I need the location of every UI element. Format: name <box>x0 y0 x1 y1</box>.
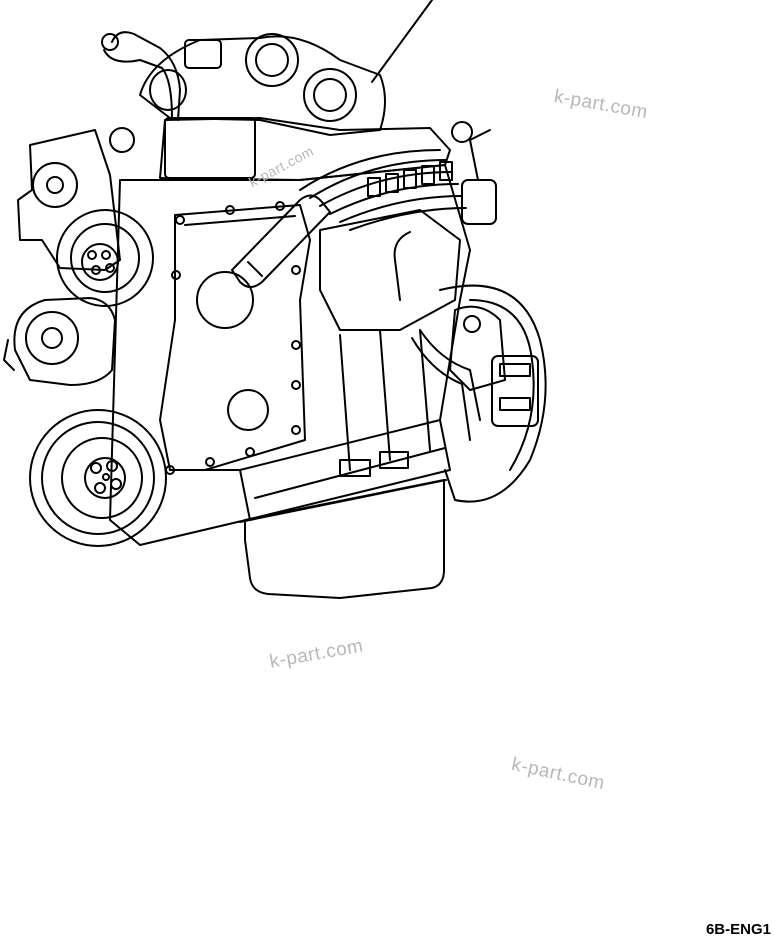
block-boss <box>339 459 371 477</box>
water-pump-pulley-hub <box>81 243 119 281</box>
water-pump-pulley-groove <box>70 223 140 293</box>
exhaust-manifold <box>139 35 386 136</box>
damper-bolt <box>110 478 122 490</box>
breather-cap <box>101 33 119 51</box>
fuel-filter <box>449 305 506 391</box>
block-lower-rail <box>199 469 251 521</box>
alternator-lug <box>3 339 15 371</box>
block-rib <box>339 334 351 471</box>
cover-bolts <box>165 201 301 475</box>
damper-bolt <box>90 462 102 474</box>
gear-cover <box>159 204 311 471</box>
solenoid-wire <box>469 129 491 181</box>
alternator-pulley-hub <box>41 327 63 349</box>
fan-hub <box>32 162 78 208</box>
alternator <box>13 297 116 386</box>
oil-pan <box>244 479 445 599</box>
damper-bolt <box>106 460 118 472</box>
mount-bracket-slot <box>499 363 531 377</box>
pulley-bolt <box>105 263 115 273</box>
gear-cover-edge <box>184 215 296 226</box>
intake-housing <box>164 117 256 179</box>
fan-hub-center <box>46 176 64 194</box>
lift-eye <box>451 121 473 143</box>
damper-center <box>84 457 126 499</box>
crankshaft-damper <box>29 409 167 547</box>
filter-line <box>419 329 481 421</box>
block-rib <box>379 329 391 461</box>
block-rail <box>254 447 446 499</box>
fuel-shutoff-solenoid <box>461 179 497 225</box>
bracket-hole <box>109 127 135 153</box>
mount-bracket-slot <box>499 397 531 411</box>
flywheel-housing <box>439 284 547 503</box>
damper-ring <box>41 421 155 535</box>
accessory-cover-plug <box>227 389 269 431</box>
water-pump-pulley <box>56 209 154 307</box>
injection-pump-drive-cover <box>196 271 254 329</box>
turbo-outlet <box>245 33 299 87</box>
fuel-tube <box>231 194 331 288</box>
turbo-inlet <box>303 68 357 122</box>
pulley-bolt <box>91 265 101 275</box>
breather-hose-edge <box>103 49 173 119</box>
injector-nuts <box>367 161 453 197</box>
pulley-bolt <box>101 250 111 260</box>
figure-code: 6B-ENG1 <box>705 921 771 938</box>
block-boss <box>379 451 409 469</box>
turbo-inlet-inner <box>313 78 347 112</box>
alternator-pulley <box>25 311 79 365</box>
breather-hose <box>111 31 181 121</box>
dipstick-tube <box>393 231 411 301</box>
injection-lines <box>299 149 467 231</box>
damper-hub <box>61 437 143 519</box>
leader-line <box>371 0 433 83</box>
flywheel-housing-inner <box>469 299 535 471</box>
filter-line <box>411 337 471 441</box>
damper-bolt <box>94 482 106 494</box>
damper-bolt <box>102 473 110 481</box>
block-rib <box>419 329 431 451</box>
block-rail <box>239 419 441 471</box>
manifold-flange <box>184 39 222 69</box>
pulley-bolt <box>87 250 97 260</box>
turbo-outlet-inner <box>255 43 289 77</box>
injection-pump <box>319 209 461 331</box>
mount-bracket <box>491 355 539 427</box>
fuel-filter-cap <box>463 315 481 333</box>
fuel-tube-band <box>247 261 263 277</box>
oil-pan-rim <box>239 479 447 523</box>
manifold-port <box>149 69 187 111</box>
front-mount-bracket <box>17 129 121 271</box>
